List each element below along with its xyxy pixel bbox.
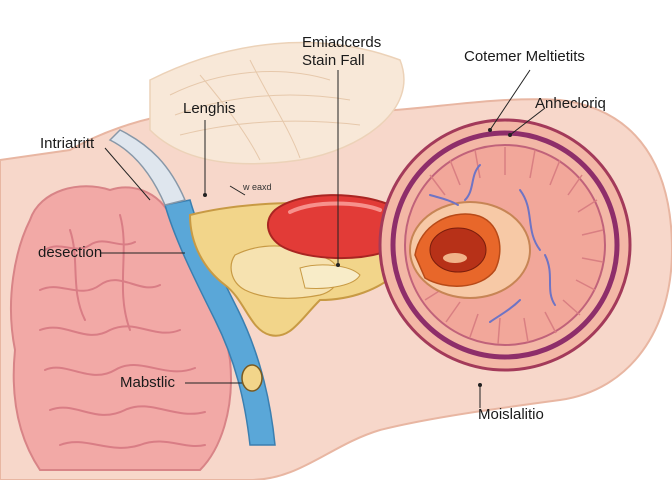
- label-top-right: Cotemer Meltietits: [464, 48, 585, 65]
- label-left-mid: Intriatritt: [40, 135, 95, 152]
- label-left-upper: Lenghis: [183, 100, 236, 117]
- purple-ring: [390, 130, 620, 360]
- ring-veins: [429, 164, 556, 323]
- label-small-tag: w eaxd: [243, 182, 272, 192]
- vessel-nodule: [241, 364, 263, 392]
- fibrous-tissue: [149, 41, 405, 165]
- leader-lines: [100, 69, 546, 408]
- bone-process: [299, 264, 361, 289]
- ring-villi: [424, 147, 604, 345]
- label-top-center-line2: Stain Fall: [302, 52, 365, 69]
- red-organ-highlight: [288, 201, 382, 214]
- brain-tissue: [10, 185, 232, 471]
- label-right-upper: Anhecloriq: [535, 95, 606, 112]
- brain-folds: [39, 214, 206, 449]
- inner-highlight: [443, 253, 467, 263]
- label-top-center-line1: Emiadcerds: [302, 34, 382, 51]
- nerve-tube: [108, 129, 187, 206]
- label-left-lower: desection: [38, 244, 103, 261]
- inner-red: [429, 227, 487, 273]
- label-bottom-right: Moislalitio: [478, 406, 544, 423]
- fibrous-lines: [169, 59, 361, 161]
- label-bottom-left: Mabstlic: [120, 374, 176, 391]
